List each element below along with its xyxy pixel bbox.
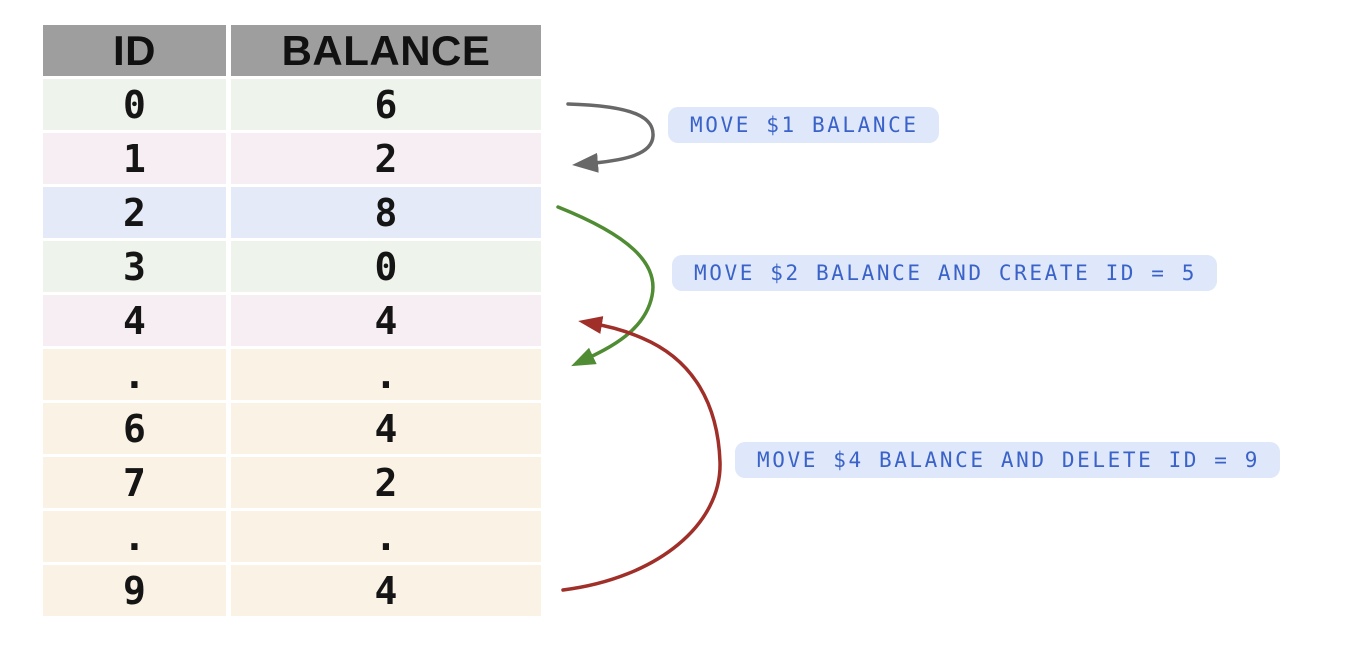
- arrow-move-4-delete-9: [561, 316, 722, 592]
- row-7-id-cell: 7: [43, 457, 226, 508]
- row-2-id-cell: 2: [43, 187, 226, 238]
- row-5-id-cell: .: [43, 349, 226, 400]
- arrow-move-2-create-5: [556, 205, 655, 367]
- column-header-balance: BALANCE: [231, 25, 541, 76]
- arrow-move-1-balance: [566, 102, 655, 173]
- annotation-move-1-balance: MOVE $1 BALANCE: [668, 107, 939, 143]
- row-4-balance-cell: 4: [231, 295, 541, 346]
- row-6-id-cell: 6: [43, 403, 226, 454]
- annotation-move-2-create-5: MOVE $2 BALANCE AND CREATE ID = 5: [672, 255, 1218, 291]
- row-0-id-cell: 0: [43, 79, 226, 130]
- row-6-balance-cell: 4: [231, 403, 541, 454]
- row-8-balance-cell: .: [231, 511, 541, 562]
- row-1-id-cell: 1: [43, 133, 226, 184]
- column-header-id: ID: [43, 25, 226, 76]
- row-3-balance-cell: 0: [231, 241, 541, 292]
- row-3-id-cell: 3: [43, 241, 226, 292]
- row-2-balance-cell: 8: [231, 187, 541, 238]
- row-0-balance-cell: 6: [231, 79, 541, 130]
- row-8-id-cell: .: [43, 511, 226, 562]
- annotation-move-4-delete-9: MOVE $4 BALANCE AND DELETE ID = 9: [735, 442, 1281, 478]
- row-7-balance-cell: 2: [231, 457, 541, 508]
- row-5-balance-cell: .: [231, 349, 541, 400]
- row-9-balance-cell: 4: [231, 565, 541, 616]
- row-4-id-cell: 4: [43, 295, 226, 346]
- row-9-id-cell: 9: [43, 565, 226, 616]
- row-1-balance-cell: 2: [231, 133, 541, 184]
